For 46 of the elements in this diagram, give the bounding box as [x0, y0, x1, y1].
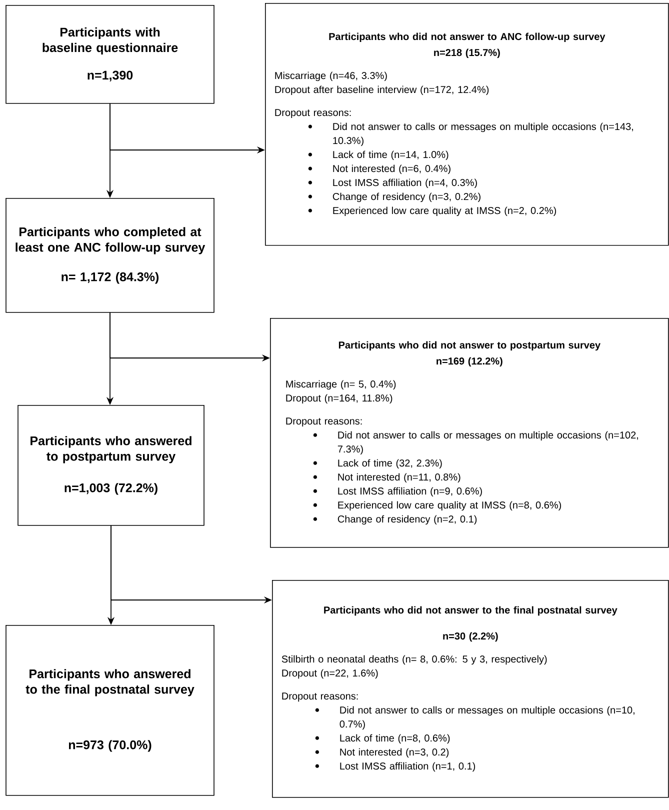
bullet-item: Change of residency (n=3, 0.2%): [332, 192, 480, 202]
count-text: n=218 (15.7%): [434, 48, 500, 58]
count-text: n=1,390: [88, 70, 133, 82]
bullet-item: Experienced low care quality at IMSS (n=8, 0.6%): [338, 501, 562, 511]
bullet-item: Lost IMSS affiliation (n=9, 0.6%): [338, 487, 482, 497]
body-text: Dropout (n=164, 11.8%): [286, 394, 392, 404]
count-text: n=30 (2.2%): [443, 632, 498, 642]
bullet-item: Lack of time (n=14, 1.0%): [333, 150, 448, 160]
flow-box: [6, 198, 214, 313]
count-text: n= 1,172 (84.3%): [62, 272, 159, 284]
flow-box: [270, 318, 669, 548]
bullet-item: Lost IMSS affiliation (n=4, 0.3%): [333, 178, 477, 188]
flow-box: [272, 580, 669, 798]
bullet-item: Did not answer to calls or messages on multiple occasions (n=10, 0.7%): [340, 706, 634, 730]
body-text: Dropout reasons:: [275, 109, 351, 118]
count-text: n=973 (70.0%): [68, 740, 152, 752]
bullet-item: Did not answer to calls or messages on multiple occasions (n=102, 7.3%): [338, 431, 638, 455]
body-text: Dropout reasons:: [282, 692, 358, 702]
bullet-item: Change of residency (n=2, 0.1): [338, 515, 477, 525]
body-text: Dropout (n=22, 1.6%): [282, 669, 378, 679]
bullet-item: Did not answer to calls or messages on multiple occasions (n=143, 10.3%): [333, 122, 633, 146]
body-text: Miscarriage (n= 5, 0.4%): [286, 380, 396, 390]
bullet-item: Not interested (n=6, 0.4%): [333, 164, 450, 174]
flow-box: [265, 3, 669, 246]
flow-box: [6, 625, 214, 796]
bullet-item: Lost IMSS affiliation (n=1, 0.1): [340, 762, 476, 772]
count-text: n=169 (12.2%): [436, 357, 502, 367]
body-text: Dropout reasons:: [286, 418, 362, 427]
bullet-item: Lack of time (n=8, 0.6%): [340, 734, 450, 744]
bullet-item: Lack of time (32, 2.3%): [338, 459, 442, 469]
box-title: Participants who answered to postpartum survey: [30, 436, 192, 464]
count-text: n=1,003 (72.2%): [64, 483, 158, 495]
bullet-item: Not interested (n=11, 0.8%): [338, 473, 460, 483]
bullet-item: Experienced low care quality at IMSS (n=2, 0.2%): [333, 206, 556, 216]
flow-box: [18, 405, 204, 526]
box-heading: Participants who did not answer to ANC follow-up survey: [329, 32, 606, 42]
box-heading: Participants who did not answer to postpartum survey: [338, 341, 600, 351]
body-text: Dropout after baseline interview (n=172, 12.4%): [275, 86, 489, 96]
box-title: Participants who completed at least one ANC follow-up survey: [16, 227, 206, 254]
box-title: Participants with baseline questionnaire: [42, 27, 178, 55]
body-text: Miscarriage (n=46, 3.3%): [275, 72, 387, 82]
body-text: Stilbirth o neonatal deaths (n= 8, 0.6%: 5 y 3, respectively): [282, 655, 547, 665]
flow-box: [6, 5, 214, 104]
bullet-item: Not interested (n=3, 0.2): [340, 748, 449, 758]
box-heading: Participants who did not answer to the final postnatal survey: [324, 606, 618, 616]
box-title: Participants who answered to the final postnatal survey: [26, 669, 194, 696]
